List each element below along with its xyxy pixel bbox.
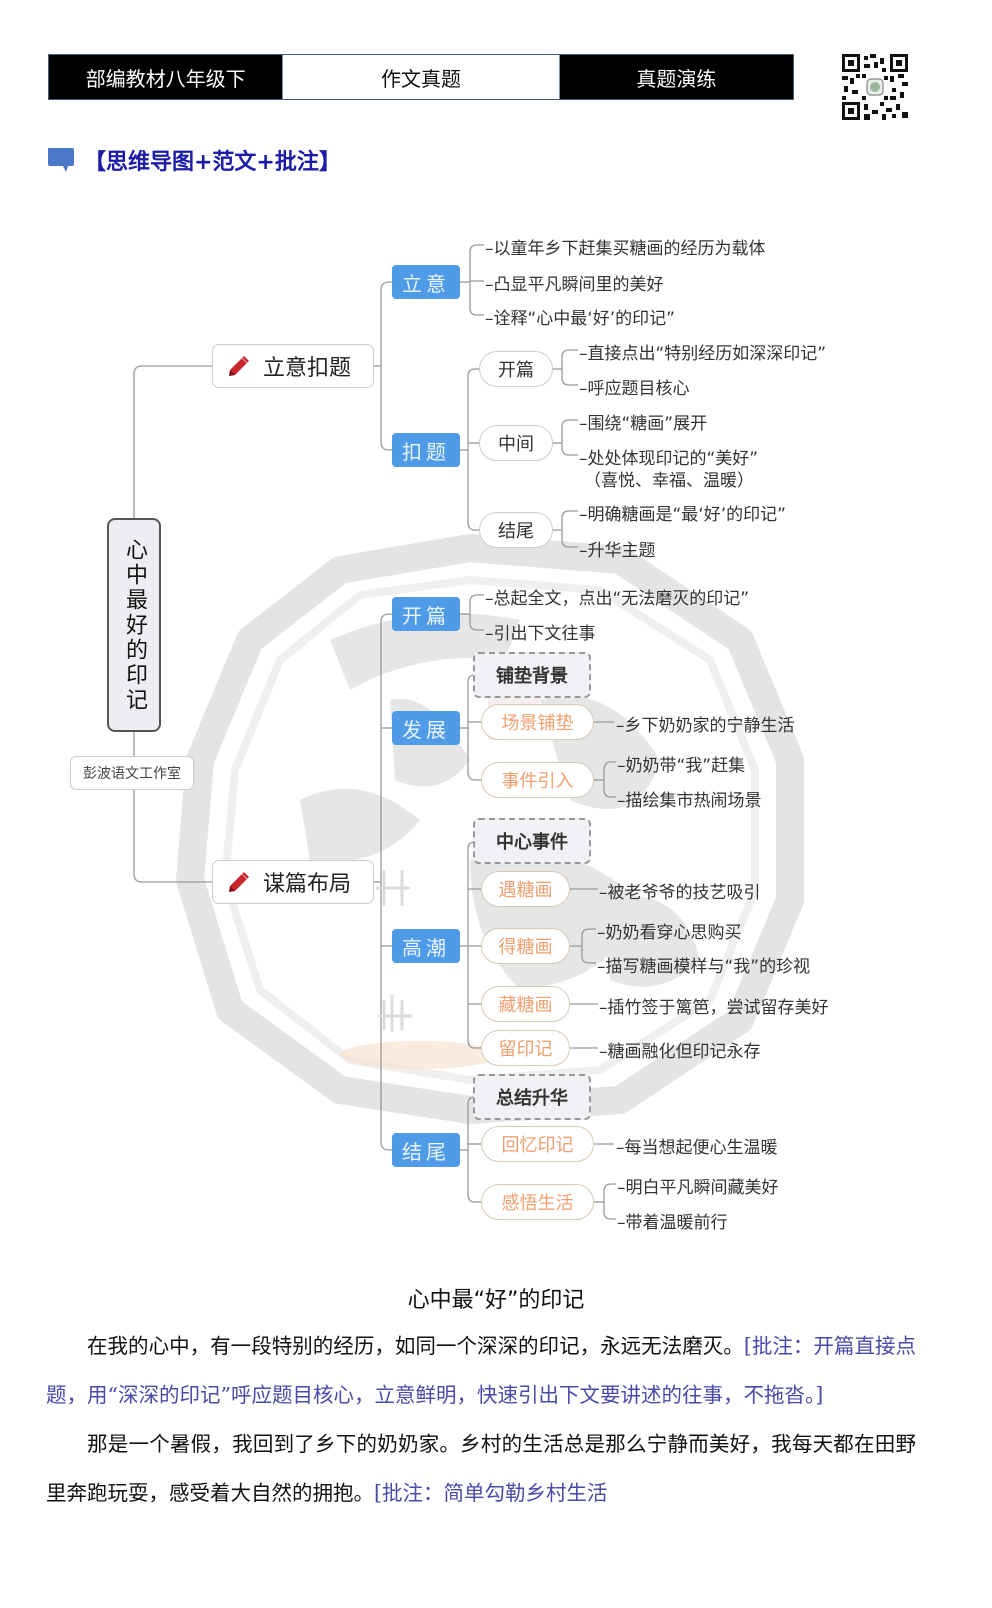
node-liyi[interactable]: 立意 xyxy=(392,265,460,299)
node-meet-candy[interactable]: 遇糖画 xyxy=(481,871,570,907)
branch-node-theme[interactable]: 立意扣题 xyxy=(212,344,374,388)
leaf-text: –明确糖画是“最‘好’的印记” xyxy=(579,505,786,525)
leaf-text: –凸显平凡瞬间里的美好 xyxy=(485,275,664,295)
pencil-icon xyxy=(229,872,249,892)
leaf-text: –诠释“心中最‘好’的印记” xyxy=(485,309,675,329)
leaf-text: –被老爷爷的技艺吸引 xyxy=(599,883,761,903)
qr-code-icon xyxy=(842,54,908,120)
root-node[interactable]: 心中最好的印记 xyxy=(107,518,161,732)
essay-text: 那是一个暑假，我回到了乡下的奶奶家。乡村的生活总是那么宁静而美好，我每天都在田野… xyxy=(46,1432,916,1505)
branch-node-structure[interactable]: 谋篇布局 xyxy=(212,860,374,904)
node-kaipian[interactable]: 开篇 xyxy=(479,351,553,387)
header-topic-label: 作文真题 xyxy=(282,55,560,99)
header-practice-label: 真题演练 xyxy=(559,55,794,99)
leaf-text: –明白平凡瞬间藏美好 xyxy=(617,1178,779,1198)
leaf-text: –呼应题目核心 xyxy=(579,379,690,399)
leaf-text: –总起全文，点出“无法磨灭的印记” xyxy=(485,589,750,609)
mind-map: 心中最好的印记 彭波语文工作室 立意扣题 立意 –以童年乡下赶集买糖画的经历为载… xyxy=(70,239,829,1233)
qr-code[interactable] xyxy=(842,54,908,120)
connector-lines xyxy=(133,244,616,1220)
node-opening[interactable]: 开篇 xyxy=(392,597,460,631)
branch-node-label: 谋篇布局 xyxy=(263,872,352,897)
leaf-text: –带着温暖前行 xyxy=(617,1213,728,1233)
leaf-text: –每当想起便心生温暖 xyxy=(616,1138,778,1158)
summary-conclusion[interactable]: 总结升华 xyxy=(473,1074,591,1120)
node-recall-mark[interactable]: 回忆印记 xyxy=(481,1126,594,1162)
leaf-text: –围绕“糖画”展开 xyxy=(579,414,708,434)
leaf-text: –插竹签于篱笆，尝试留存美好 xyxy=(599,998,829,1018)
header-textbook-label: 部编教材八年级下 xyxy=(49,55,283,99)
branch-node-label: 立意扣题 xyxy=(263,356,352,381)
node-life-insight[interactable]: 感悟生活 xyxy=(481,1184,594,1220)
root-node-label: 心中最好的印记 xyxy=(122,537,147,713)
leaf-text: –引出下文往事 xyxy=(485,624,596,644)
essay-paragraph: 那是一个暑假，我回到了乡下的奶奶家。乡村的生活总是那么宁静而美好，我每天都在田野… xyxy=(46,1420,916,1518)
section-title: 【思维导图+范文+批注】 xyxy=(84,150,341,175)
node-jiewei[interactable]: 结尾 xyxy=(479,512,553,548)
essay-text: 在我的心中，有一段特别的经历，如同一个深深的印记，永远无法磨灭。 xyxy=(87,1334,744,1358)
summary-background[interactable]: 铺垫背景 xyxy=(473,652,591,698)
pencil-icon xyxy=(229,356,249,376)
essay-title: 心中最“好”的印记 xyxy=(407,1288,585,1313)
bookmark-icon xyxy=(48,148,74,172)
node-leave-mark[interactable]: 留印记 xyxy=(481,1030,570,1066)
leaf-text: –描写糖画模样与“我”的珍视 xyxy=(597,957,811,977)
annotation-text: [批注：开篇直接点题，用“深深的印记”呼应题目核心，立意鲜明，快速引出下文要讲述… xyxy=(46,1334,917,1407)
leaf-text: –乡下奶奶家的宁静生活 xyxy=(616,716,795,736)
annotation-text: [批注：简单勾勒乡村生活 xyxy=(374,1481,608,1505)
leaf-text: –升华主题 xyxy=(579,541,656,561)
leaf-text: –糖画融化但印记永存 xyxy=(599,1042,761,1062)
summary-central-event[interactable]: 中心事件 xyxy=(473,818,591,864)
studio-label: 彭波语文工作室 xyxy=(70,756,194,790)
node-keep-candy[interactable]: 藏糖画 xyxy=(481,986,570,1022)
header-bar: 部编教材八年级下 作文真题 真题演练 xyxy=(48,54,794,100)
essay-body: 在我的心中，有一段特别的经历，如同一个深深的印记，永远无法磨灭。[批注：开篇直接… xyxy=(46,1322,916,1518)
node-event-intro[interactable]: 事件引入 xyxy=(481,762,594,798)
node-development[interactable]: 发展 xyxy=(392,711,460,745)
leaf-text: –处处体现印记的“美好” xyxy=(579,449,759,469)
leaf-text: –以童年乡下赶集买糖画的经历为载体 xyxy=(485,239,766,259)
node-ending[interactable]: 结尾 xyxy=(392,1133,460,1167)
leaf-text: –直接点出“特别经历如深深印记” xyxy=(579,344,827,364)
leaf-text: –奶奶看穿心思购买 xyxy=(597,923,742,943)
node-climax[interactable]: 高潮 xyxy=(392,929,460,963)
section-heading: 【思维导图+范文+批注】 xyxy=(46,144,341,176)
node-zhongjian[interactable]: 中间 xyxy=(479,425,553,461)
leaf-text: （喜悦、幸福、温暖） xyxy=(584,471,754,491)
essay-paragraph: 在我的心中，有一段特别的经历，如同一个深深的印记，永远无法磨灭。[批注：开篇直接… xyxy=(46,1322,916,1420)
node-scene-setup[interactable]: 场景铺垫 xyxy=(481,704,594,740)
node-kouti[interactable]: 扣题 xyxy=(392,433,460,467)
leaf-text: –描绘集市热闹场景 xyxy=(617,791,762,811)
leaf-text: –奶奶带“我”赶集 xyxy=(617,756,746,776)
node-get-candy[interactable]: 得糖画 xyxy=(481,928,570,964)
